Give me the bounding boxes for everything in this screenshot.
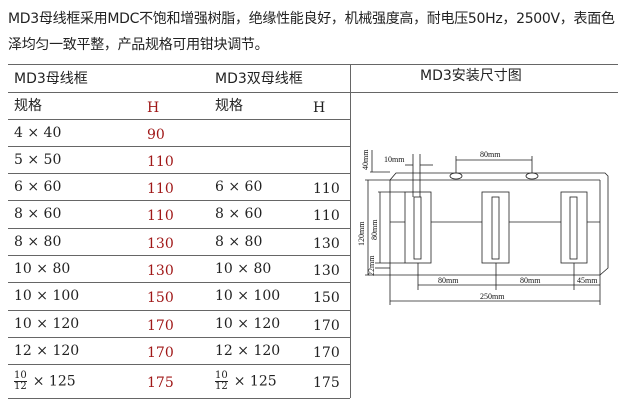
h2-cell: 110	[313, 181, 340, 197]
row-divider	[8, 173, 350, 174]
spec2-cell: 10 × 120	[215, 316, 281, 332]
dim-80mm-top: 80mm	[480, 150, 501, 159]
spec-cell: 10 × 100	[14, 288, 80, 304]
dim-80mm-vertical: 80mm	[370, 219, 379, 240]
dim-80mm-bottom-1: 80mm	[438, 276, 459, 285]
slot-1	[404, 191, 432, 264]
spec-cell: 5 × 50	[14, 152, 62, 168]
h-cell: 130	[147, 263, 174, 279]
table-bottom-border	[8, 398, 350, 399]
spec-cell: 10 × 80	[14, 261, 71, 277]
installation-diagram: 10mm 80mm 40mm 120mm 80mm 22mm 80mm 80mm…	[357, 149, 609, 305]
row-divider	[8, 310, 350, 311]
row-divider	[8, 200, 350, 201]
spec-suffix: × 125	[32, 373, 76, 390]
column-divider	[350, 64, 351, 398]
spec2-cell: 6 × 60	[215, 179, 263, 195]
row-divider	[8, 337, 350, 338]
h-cell: 110	[147, 154, 174, 170]
h-cell: 175	[147, 375, 174, 391]
spec2-cell: 12 × 120	[215, 343, 281, 359]
row-divider	[8, 282, 350, 283]
h2-cell: 150	[313, 290, 340, 306]
spec-cell: 8 × 80	[14, 234, 62, 250]
diagram-title: MD3安装尺寸图	[420, 68, 522, 84]
group2-title: MD3双母线框	[215, 71, 303, 87]
intro-paragraph: MD3母线框采用MDC不饱和增强树脂，绝缘性能良好，机械强度高，耐电压50Hz，…	[8, 11, 615, 53]
h2-cell: 130	[313, 236, 340, 252]
numerator: 10	[215, 370, 228, 382]
h-cell: 150	[147, 290, 174, 306]
h2-cell: 130	[313, 263, 340, 279]
spec2-cell: 10 × 80	[215, 261, 272, 277]
col-h2-header: H	[313, 100, 326, 116]
table-top-border	[8, 64, 618, 65]
spec-cell: 8 × 60	[14, 206, 62, 222]
dim-10mm: 10mm	[384, 155, 405, 164]
dim-250mm: 250mm	[480, 292, 505, 301]
header-divider	[8, 92, 618, 93]
spec-suffix: × 125	[233, 373, 277, 390]
h-cell: 170	[147, 318, 174, 334]
mount-hole	[525, 172, 539, 180]
row-divider	[8, 255, 350, 256]
slot-2	[481, 191, 510, 264]
row-divider	[8, 228, 350, 229]
dim-40mm: 40mm	[361, 149, 370, 170]
h2-cell: 175	[313, 375, 340, 391]
spec2-cell: 8 × 80	[215, 234, 263, 250]
h-cell: 110	[147, 208, 174, 224]
h-cell: 90	[147, 127, 165, 143]
h2-cell: 170	[313, 318, 340, 334]
h2-cell: 170	[313, 345, 340, 361]
spec-cell: 10 × 120	[14, 316, 80, 332]
frame-outline	[389, 172, 609, 276]
denominator: 12	[215, 381, 228, 392]
col-spec-header: 规格	[14, 98, 42, 114]
h-cell: 130	[147, 236, 174, 252]
spec-cell: 6 × 60	[14, 179, 62, 195]
row-divider	[8, 364, 350, 365]
slot-3	[560, 191, 588, 264]
mount-hole	[449, 172, 463, 180]
col-spec2-header: 规格	[215, 98, 243, 114]
dim-120mm: 120mm	[357, 221, 366, 246]
group1-title: MD3母线框	[14, 71, 88, 87]
spec-cell: 12 × 120	[14, 343, 80, 359]
h-cell: 170	[147, 345, 174, 361]
dim-80mm-bottom-2: 80mm	[520, 276, 541, 285]
denominator: 12	[14, 381, 27, 392]
dim-22mm: 22mm	[367, 255, 376, 276]
dim-45mm: 45mm	[577, 276, 598, 285]
col-h-header: H	[147, 100, 160, 116]
spec2-cell: 8 × 60	[215, 206, 263, 222]
h-cell: 110	[147, 181, 174, 197]
row-divider	[8, 119, 350, 120]
spec2-cell: 10 × 100	[215, 288, 281, 304]
numerator: 10	[14, 370, 27, 382]
row-divider	[8, 146, 350, 147]
spec-cell: 4 × 40	[14, 125, 62, 141]
h2-cell: 110	[313, 208, 340, 224]
